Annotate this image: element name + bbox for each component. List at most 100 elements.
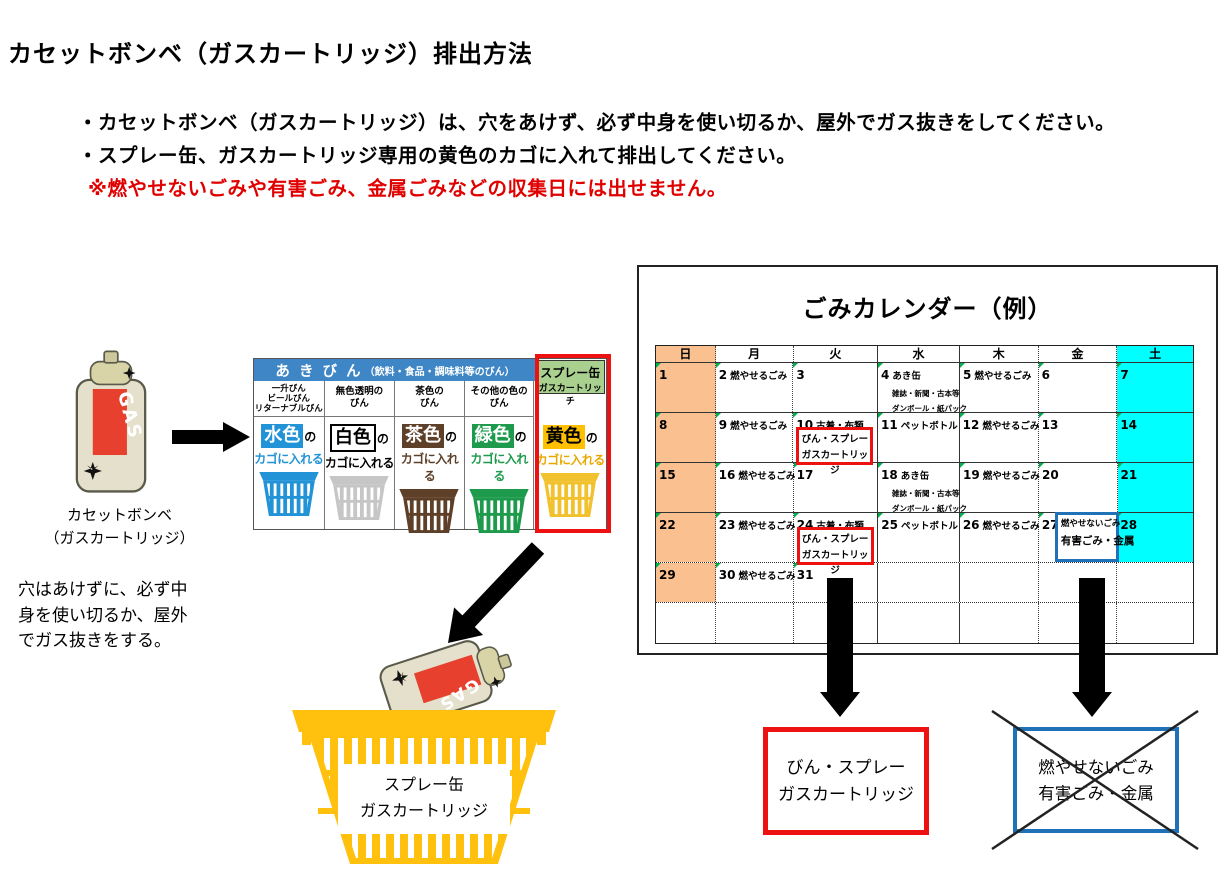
calendar-red-highlight-line: ガスカートリッジ bbox=[801, 549, 869, 577]
bottle-column-sublabel-line: リターナブルびん bbox=[254, 404, 323, 414]
calendar-day-number: 15 bbox=[659, 468, 676, 482]
arrow-head bbox=[223, 422, 250, 452]
basket-icon bbox=[259, 471, 319, 517]
basket-action-label: カゴに入れる bbox=[254, 452, 324, 466]
calendar-cell: 6 bbox=[1038, 363, 1118, 412]
color-badge-row: 黄色の bbox=[534, 425, 606, 449]
calendar-day-number: 4 bbox=[881, 368, 890, 382]
bottle-column-sublabel: 無色透明のびん bbox=[324, 381, 395, 417]
prohibition-cross-icon bbox=[991, 709, 1199, 851]
calendar-day-number: 9 bbox=[718, 418, 728, 432]
excel-mark-icon bbox=[793, 463, 799, 468]
bullet-line: ・スプレー缶、ガスカートリッジ専用の黄色のカゴに入れて排出してください。 bbox=[78, 144, 797, 167]
excel-mark-icon bbox=[1117, 513, 1123, 518]
calendar-cell-label: 燃やせるごみ bbox=[730, 371, 788, 382]
particle-label: の bbox=[304, 430, 317, 444]
excel-mark-icon bbox=[960, 463, 966, 468]
calendar-cell-label: ペットボトル bbox=[900, 521, 958, 532]
calendar-cell: 14 bbox=[1117, 413, 1193, 462]
particle-label: の bbox=[376, 432, 389, 446]
calendar-row bbox=[656, 603, 1193, 643]
particle-label: の bbox=[514, 430, 527, 444]
calendar-day-number: 7 bbox=[1120, 368, 1129, 382]
calendar-cell-label: 燃やせるごみ bbox=[974, 371, 1032, 382]
arrow-shaft bbox=[827, 578, 853, 692]
excel-mark-icon bbox=[1038, 513, 1044, 518]
calendar-cell-label: 古着・布類 bbox=[816, 521, 864, 532]
calendar-day-number: 1 bbox=[659, 368, 668, 382]
calendar-cell bbox=[716, 603, 794, 643]
calendar-blue-highlight-line: 燃やせないごみ bbox=[1060, 519, 1121, 529]
calendar-cell bbox=[960, 603, 1039, 643]
excel-mark-icon bbox=[656, 563, 661, 568]
disposal-red-box: びん・スプレー ガスカートリッジ bbox=[763, 727, 929, 835]
excel-mark-icon bbox=[959, 413, 965, 418]
bottle-column-sublabel-line: びん bbox=[489, 397, 509, 409]
calendar-day-line: 17 bbox=[794, 463, 877, 483]
calendar-day-number: 22 bbox=[659, 518, 676, 532]
particle-label: の bbox=[444, 430, 457, 444]
spray-column-header: スプレー缶ガスカートリッチ bbox=[535, 360, 605, 407]
basket-label-line: スプレー缶 bbox=[383, 775, 464, 794]
basket-label-line: ガスカートリッジ bbox=[359, 801, 488, 820]
calendar-cell-label: あき缶 bbox=[892, 371, 921, 382]
calendar-day-number: 13 bbox=[1041, 418, 1059, 432]
calendar-day-number: 25 bbox=[881, 518, 898, 532]
calendar-day-number: 18 bbox=[881, 468, 898, 482]
calendar-cell-label: 燃やせるごみ bbox=[982, 421, 1040, 432]
calendar-day-number: 11 bbox=[881, 418, 898, 432]
calendar-weekday-cell: 日 bbox=[656, 346, 716, 362]
calendar-cell bbox=[1117, 603, 1193, 643]
calendar-day-number: 8 bbox=[659, 418, 668, 432]
calendar-red-highlight-line: ガスカートリッジ bbox=[801, 449, 869, 477]
calendar-red-highlight-line: びん・スプレー bbox=[801, 534, 869, 545]
excel-mark-icon bbox=[793, 563, 799, 568]
bottle-column-sublabel: その他の色のびん bbox=[464, 381, 534, 417]
excel-mark-icon bbox=[1117, 413, 1123, 418]
excel-mark-icon bbox=[656, 413, 661, 418]
calendar-day-number: 2 bbox=[718, 368, 728, 382]
can-note-line: 穴はあけずに、必ず中 bbox=[18, 580, 188, 600]
calendar-cell: 13 bbox=[1038, 413, 1118, 462]
excel-mark-icon bbox=[793, 513, 799, 518]
calendar-day-line: 21 bbox=[1118, 463, 1193, 483]
calendar-cell: 29 bbox=[656, 563, 716, 602]
calendar-cell bbox=[878, 563, 960, 602]
calendar-day-number: 3 bbox=[796, 368, 805, 382]
bottle-column: 一升びんビールびんリターナブルびん水色のカゴに入れる bbox=[254, 359, 325, 529]
calendar-day-number: 30 bbox=[718, 568, 736, 582]
particle-label: の bbox=[585, 431, 598, 445]
spray-column-header-line: ガスカートリッチ bbox=[538, 384, 602, 407]
bottle-table-header: あ き び ん （飲料・食品・調味料等のびん） bbox=[254, 359, 536, 381]
calendar-cell bbox=[1039, 563, 1118, 602]
arrow-diagonal-icon bbox=[448, 542, 545, 643]
calendar-day-number: 28 bbox=[1120, 518, 1138, 532]
excel-mark-icon bbox=[715, 463, 721, 468]
calendar-weekday-cell: 火 bbox=[794, 346, 879, 362]
calendar-cell: 17 bbox=[793, 463, 879, 512]
calendar-cell bbox=[1117, 563, 1193, 602]
calendar-cell-label: 燃やせるごみ bbox=[730, 421, 788, 432]
calendar-day-line: 6 bbox=[1039, 363, 1117, 383]
calendar-cell-label: 燃やせるごみ bbox=[982, 471, 1040, 482]
basket-action-label: カゴに入れる bbox=[470, 452, 528, 483]
calendar-day-line: 15 bbox=[656, 463, 715, 483]
calendar-title: ごみカレンダー（例） bbox=[802, 295, 1053, 323]
basket-icon bbox=[469, 488, 529, 534]
bottle-column: スプレー缶ガスカートリッチ黄色のカゴに入れる bbox=[534, 359, 606, 529]
